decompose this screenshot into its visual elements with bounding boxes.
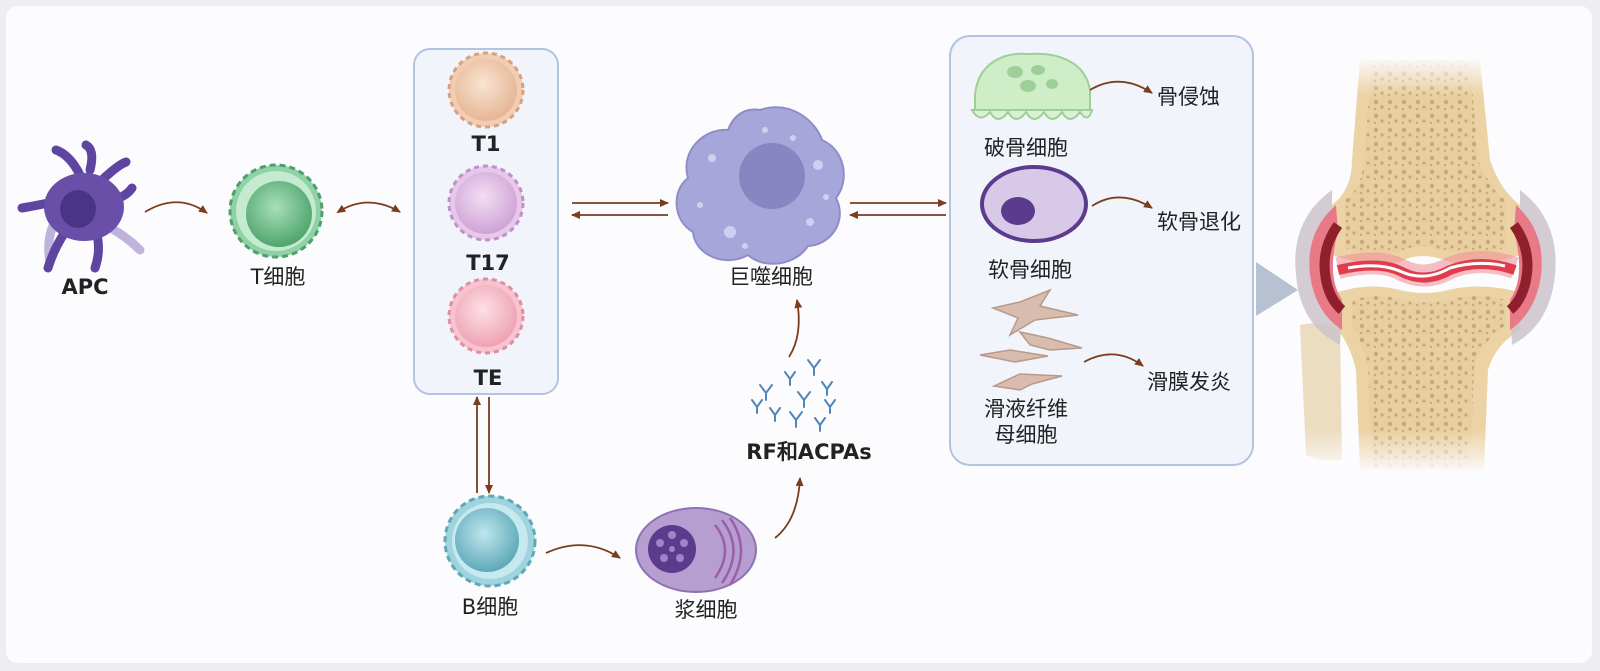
cartilage-degeneration-label: 软骨退化 (1157, 209, 1241, 234)
t17-cell (447, 164, 525, 242)
te-label: TE (473, 365, 503, 390)
b-cell (443, 494, 537, 588)
arrow-tcell-to-subsets (336, 201, 401, 214)
t-cell (228, 163, 324, 259)
arrow-antibodies-to-macrophage (788, 299, 803, 358)
synovitis-label: 滑膜发炎 (1147, 369, 1231, 394)
arrow-apc-to-tcell (144, 201, 208, 214)
b-cell-label: B细胞 (461, 594, 519, 619)
te-cell (447, 277, 525, 355)
arrow-fibroblast-to-synovitis (1083, 353, 1144, 367)
arrow-osteoclast-to-erosion (1089, 80, 1153, 94)
macrophage-label: 巨噬细胞 (729, 264, 813, 289)
chondrocyte-cell (980, 165, 1088, 243)
antibodies-cluster (751, 359, 836, 432)
plasma-cell (635, 507, 757, 593)
arrows (144, 80, 1153, 559)
fibroblast-label-line1: 滑液纤维 (984, 396, 1068, 421)
zoom-pointer (1256, 262, 1298, 316)
apc-label: APC (61, 274, 109, 299)
t1-label: T1 (471, 131, 501, 156)
arrow-bcell-to-plasma (545, 544, 621, 559)
bone-erosion-label: 骨侵蚀 (1157, 84, 1220, 109)
osteoclast-label: 破骨细胞 (984, 135, 1068, 160)
fibroblast-cells (979, 288, 1083, 391)
t17-label: T17 (466, 250, 510, 275)
arrow-chondrocyte-to-degeneration (1091, 196, 1153, 209)
t1-cell (447, 51, 525, 129)
macrophage-cell (675, 106, 845, 265)
chondrocyte-label: 软骨细胞 (988, 257, 1072, 282)
antibodies-label: RF和ACPAs (746, 439, 872, 464)
plasma-cell-label: 浆细胞 (674, 597, 738, 622)
knee-joint-illustration (1295, 56, 1556, 474)
apc-cell (17, 140, 145, 273)
arrow-plasma-to-antibodies (774, 477, 804, 539)
fibroblast-label-line2: 母细胞 (994, 422, 1058, 447)
osteoclast-cell (970, 52, 1094, 120)
t-cell-label: T细胞 (250, 264, 306, 289)
